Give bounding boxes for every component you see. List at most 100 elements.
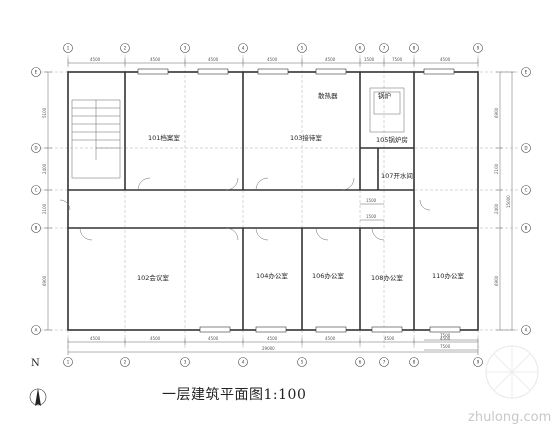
axis-top-9: 9 [477, 46, 480, 51]
axis-right-C: C [525, 188, 528, 193]
axis-left-E-circle [31, 67, 41, 77]
axis-top-3: 3 [184, 46, 187, 51]
axis-right-D: D [524, 146, 527, 151]
axis-bottom-1: 1 [67, 360, 70, 365]
axis-left-D-circle [31, 143, 41, 153]
axis-top-2-circle [120, 43, 130, 53]
axis-bottom-5-circle [297, 357, 307, 367]
axis-top-1: 1 [67, 46, 70, 51]
axis-bottom-8-circle [409, 357, 419, 367]
north-label: N [31, 358, 40, 369]
axis-left-A: A [35, 328, 38, 333]
dim-right-3: 2400 [494, 203, 499, 214]
top-dimensions: 4500 4500 4500 4500 4500 1500 7500 4500 [67, 57, 479, 66]
axis-top-4: 4 [242, 46, 245, 51]
watermark-logo [485, 345, 539, 399]
dim-top-1: 4500 [90, 57, 101, 62]
north-arrow-icon [29, 388, 47, 406]
dim-inner-3: 7500 [440, 333, 451, 338]
axis-top-6: 6 [359, 46, 362, 51]
walls [67, 71, 479, 331]
dim-inner-4: 7500 [440, 344, 451, 349]
room-labels: 101档案室 103接待室 105锅炉房 107开水间 102会议室 104办公… [137, 91, 464, 282]
dim-top-6: 1500 [364, 57, 375, 62]
dim-left-3: 2100 [42, 203, 47, 214]
dim-total: 29000 [262, 346, 275, 351]
axis-left-B-circle [31, 223, 41, 233]
axis-right-E: E [525, 70, 528, 75]
axis-left-E: E [35, 70, 38, 75]
right-dimensions: 6900 2100 2400 6900 15000 [494, 71, 515, 331]
dim-inner-2: 1500 [366, 214, 377, 219]
axis-labels-top: 1 2 3 4 5 6 7 8 9 [63, 43, 483, 53]
axis-right-B: B [525, 226, 528, 231]
inner-dimensions: 1500 1500 7500 7500 [360, 198, 478, 351]
axis-bottom-1-circle [63, 357, 73, 367]
dim-inner-1: 1500 [366, 198, 377, 203]
axis-left-C-circle [31, 185, 41, 195]
dim-top-5: 4500 [325, 57, 336, 62]
axis-top-7-circle [379, 43, 389, 53]
boiler-label: 锅炉 [378, 91, 392, 100]
grid-lines [40, 50, 520, 350]
axis-bottom-3-circle [180, 357, 190, 367]
bottom-dimensions: 4500 4500 4500 4500 4500 4500 4500 29000 [67, 336, 479, 355]
axis-bottom-3: 3 [184, 360, 187, 365]
axis-right-A: A [525, 328, 528, 333]
dim-top-8: 4500 [440, 57, 451, 62]
dim-top-4: 4500 [267, 57, 278, 62]
axis-bottom-9-circle [473, 357, 483, 367]
dim-right-total: 15000 [506, 195, 511, 208]
axis-top-7: 7 [383, 46, 386, 51]
room-102-label: 102会议室 [137, 273, 169, 282]
axis-bottom-9: 9 [477, 360, 480, 365]
dim-right-1: 6900 [494, 107, 499, 118]
axis-right-D-circle [521, 143, 531, 153]
axis-top-5: 5 [301, 46, 304, 51]
axis-bottom-8: 8 [413, 360, 416, 365]
dim-left-2: 2400 [42, 163, 47, 174]
dim-bottom-2: 4500 [150, 336, 161, 341]
axis-top-8: 8 [413, 46, 416, 51]
dim-right-2: 2100 [494, 163, 499, 174]
windows [137, 68, 461, 333]
room-103-label: 103接待室 [290, 133, 322, 142]
room-107-label: 107开水间 [381, 171, 413, 180]
radiator-label: 散热器 [318, 91, 338, 100]
doors [59, 177, 431, 241]
axis-bottom-5: 5 [301, 360, 304, 365]
room-106-label: 106办公室 [312, 271, 344, 280]
axis-bottom-4: 4 [242, 360, 245, 365]
dim-top-7: 7500 [392, 57, 403, 62]
dim-right-4: 6900 [494, 275, 499, 286]
axis-right-C-circle [521, 185, 531, 195]
room-101-label: 101档案室 [148, 133, 180, 142]
axis-right-A-circle [521, 325, 531, 335]
dim-bottom-6: 4500 [384, 336, 395, 341]
room-108-label: 108办公室 [371, 273, 403, 282]
left-dimensions: 5100 2400 2100 6900 [42, 71, 52, 331]
axis-right-B-circle [521, 223, 531, 233]
dim-top-2: 4500 [150, 57, 161, 62]
dim-bottom-5: 4500 [325, 336, 336, 341]
dim-bottom-4: 4500 [267, 336, 278, 341]
room-110-label: 110办公室 [432, 271, 464, 280]
dim-bottom-1: 4500 [90, 336, 101, 341]
room-105-label: 105锅炉房 [376, 135, 408, 144]
dim-bottom-7: 4500 [440, 336, 451, 341]
axis-top-6-circle [355, 43, 365, 53]
axis-left-D: D [34, 146, 37, 151]
room-104-label: 104办公室 [256, 271, 288, 280]
axis-bottom-4-circle [238, 357, 248, 367]
axis-top-2: 2 [124, 46, 127, 51]
axis-bottom-7-circle [379, 357, 389, 367]
drawing-title: 一层建筑平面图1:100 [162, 387, 307, 403]
axis-top-8-circle [409, 43, 419, 53]
axis-right-E-circle [521, 67, 531, 77]
watermark-text: zhulong.com [468, 410, 552, 425]
axis-top-1-circle [63, 43, 73, 53]
axis-left-C: C [35, 188, 38, 193]
dim-bottom-3: 4500 [208, 336, 219, 341]
axis-top-4-circle [238, 43, 248, 53]
